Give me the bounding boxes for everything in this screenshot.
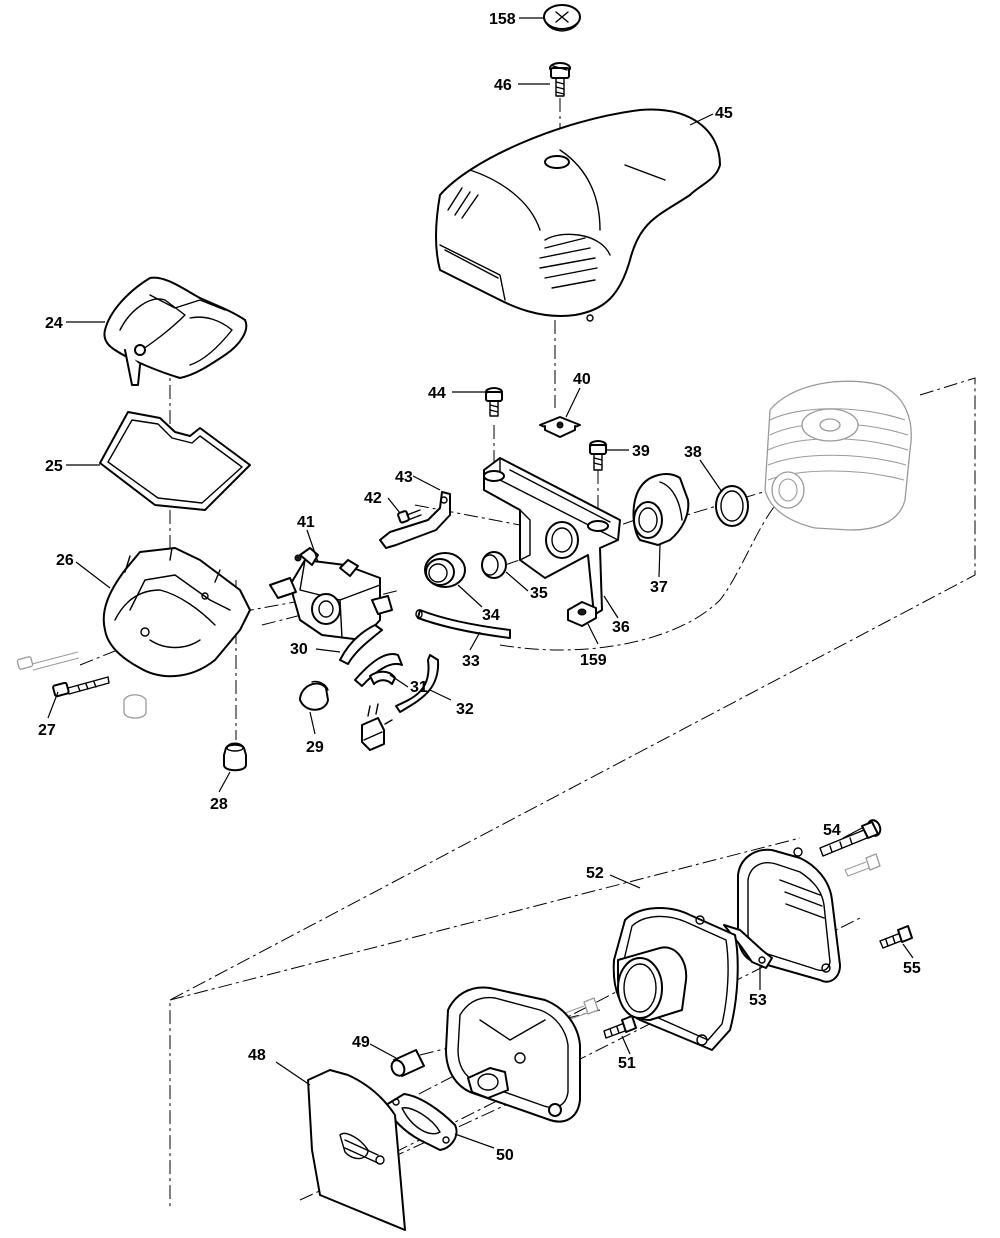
muffler-lower-body — [445, 986, 581, 1123]
callout-55: 55 — [903, 960, 921, 977]
callout-45: 45 — [715, 105, 733, 122]
callout-24: 24 — [45, 315, 63, 332]
part-32-hose — [395, 654, 440, 713]
callout-30: 30 — [290, 641, 308, 658]
callout-49: 49 — [352, 1034, 370, 1051]
part-158-cap — [543, 4, 581, 32]
callout-36: 36 — [612, 619, 630, 636]
part-42-screw — [397, 509, 422, 524]
callout-46: 46 — [494, 77, 512, 94]
part-46-screw — [549, 62, 571, 97]
callout-43: 43 — [395, 469, 413, 486]
part-38-o-ring — [715, 485, 749, 527]
part-50-exhaust-gasket — [385, 1093, 458, 1151]
callout-159: 159 — [580, 652, 607, 669]
muffler-upper-body — [612, 907, 739, 1051]
callout-51: 51 — [618, 1055, 636, 1072]
part-55-screw — [879, 925, 913, 949]
part-25-gasket — [99, 411, 251, 511]
part-159-grommet — [567, 601, 597, 627]
callout-40: 40 — [573, 371, 591, 388]
callout-38: 38 — [684, 444, 702, 461]
part-27-bolts — [16, 651, 110, 698]
callout-39: 39 — [632, 443, 650, 460]
callout-25: 25 — [45, 458, 63, 475]
callout-35: 35 — [530, 585, 548, 602]
part-43-bracket — [379, 491, 451, 549]
part-29-primer-bulb — [299, 680, 329, 711]
part-37-intake-manifold — [632, 473, 690, 546]
part-31-hose — [354, 653, 403, 687]
callout-37: 37 — [650, 579, 668, 596]
callout-53: 53 — [749, 992, 767, 1009]
callout-42: 42 — [364, 490, 382, 507]
fuel-pickup — [361, 703, 393, 751]
part-45-top-cover — [435, 108, 721, 322]
callout-41: 41 — [297, 514, 315, 531]
callout-54: 54 — [823, 822, 841, 839]
callout-50: 50 — [496, 1147, 514, 1164]
part-30-hose — [339, 624, 383, 665]
callout-44: 44 — [428, 385, 446, 402]
callout-48: 48 — [248, 1047, 266, 1064]
part-39-screw — [589, 440, 607, 471]
callout-34: 34 — [482, 607, 500, 624]
part-40-clip-nut — [539, 416, 581, 438]
part-54-bolt — [819, 819, 882, 877]
part-48-heat-shield — [307, 1069, 406, 1231]
part-26-air-box — [102, 547, 251, 678]
part-44-screw — [485, 387, 503, 417]
callout-27: 27 — [38, 722, 56, 739]
part-49-sleeve — [390, 1049, 425, 1077]
callout-32: 32 — [456, 701, 474, 718]
callout-28: 28 — [210, 796, 228, 813]
callout-158: 158 — [489, 11, 516, 28]
part-34-spacer — [424, 552, 466, 588]
part-41-carburetor — [269, 547, 393, 641]
callout-29: 29 — [306, 739, 324, 756]
leader-lines — [47, 17, 914, 1149]
part-24-filter-frame — [103, 276, 248, 386]
part-35-ring — [481, 551, 507, 579]
cover-vent-slots — [447, 164, 666, 289]
cylinder-reference — [764, 380, 912, 531]
part-28-grommet — [123, 694, 247, 772]
part-33-hose — [415, 609, 511, 639]
part-36-flange-plate — [483, 457, 621, 616]
callout-26: 26 — [56, 552, 74, 569]
callout-31: 31 — [410, 679, 428, 696]
callout-33: 33 — [462, 653, 480, 670]
callout-labels: 158 46 45 24 25 26 27 28 29 30 31 32 33 … — [38, 11, 921, 1164]
callout-52: 52 — [586, 865, 604, 882]
